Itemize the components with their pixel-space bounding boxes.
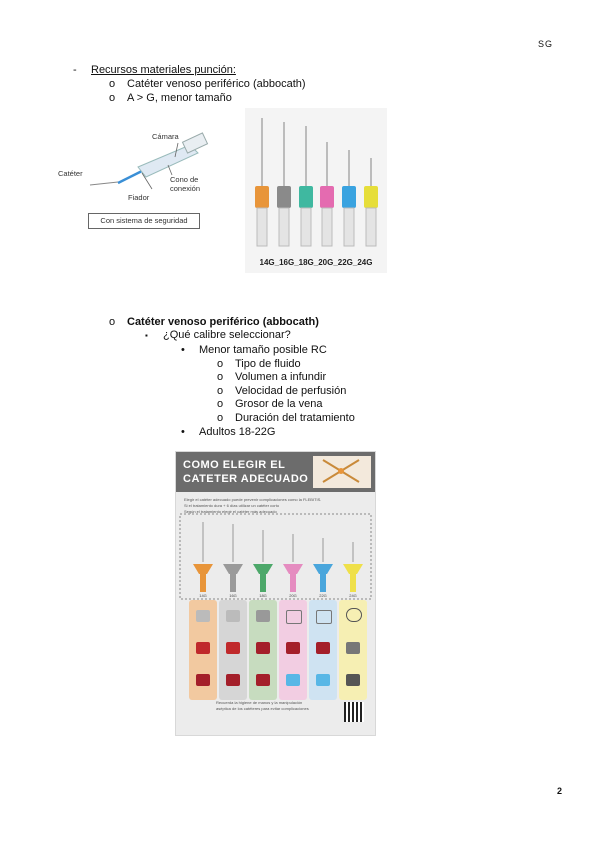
infographic-title-line2: CATETER ADECUADO xyxy=(183,473,309,485)
factor-item: Volumen a infundir xyxy=(235,371,327,383)
gauge-label: 18G xyxy=(259,593,267,598)
factor-marker: o xyxy=(217,385,224,397)
catheter-illustration xyxy=(89,132,209,190)
label-conexion: conexión xyxy=(170,184,201,193)
surgery-icon xyxy=(226,610,240,622)
label-camara: Cámara xyxy=(152,132,179,141)
gauge-caption: 14G_16G_18G_20G_22G_24G xyxy=(259,258,373,267)
medication-icon xyxy=(316,610,332,624)
blood-bag-icon xyxy=(256,642,270,654)
label-cateter: Catéter xyxy=(58,169,83,178)
search-vein-icon xyxy=(346,608,362,622)
point2-text: Adultos 18-22G xyxy=(199,426,276,438)
surgery-icon xyxy=(196,610,210,622)
factor-marker: o xyxy=(217,371,224,383)
factor-item: Duración del tratamiento xyxy=(235,412,355,424)
emergency-icon xyxy=(196,642,210,654)
fluid-bag-icon xyxy=(286,674,300,686)
infographic-desc: Si el tratamiento dura + 6 días utilizar… xyxy=(184,503,280,508)
blood-bag-icon xyxy=(226,674,240,686)
infographic-footer: aséptica de los catéteres para evitar co… xyxy=(216,706,309,711)
gauge-label: 14G xyxy=(199,593,207,598)
point1-bullet: • xyxy=(181,344,185,356)
blood-bag-icon xyxy=(196,674,210,686)
catheter-set-illustration xyxy=(255,118,378,247)
section2-question: ¿Qué calibre seleccionar? xyxy=(163,329,291,341)
label-cono: Cono de xyxy=(170,175,199,184)
infographic-footer: Recuerda la higiene de manos y la manipu… xyxy=(216,700,303,705)
section2-marker: o xyxy=(109,316,116,328)
section1-bullet: - xyxy=(73,64,77,76)
blood-bag-icon xyxy=(316,642,330,654)
crossed-catheters-icon xyxy=(313,456,371,488)
security-system-label: Con sistema de seguridad xyxy=(88,213,200,229)
section1-title: Recursos materiales punción: xyxy=(91,64,236,76)
infographic-header: COMO ELEGIR EL CATETER ADECUADO xyxy=(176,452,375,492)
blood-bag-icon xyxy=(286,642,300,654)
gauge-catheters-row xyxy=(179,513,372,600)
point2-bullet: • xyxy=(181,426,185,438)
section1-item: A > G, menor tamaño xyxy=(127,92,232,104)
section1-item: Catéter venoso periférico (abbocath) xyxy=(127,78,306,90)
child-icon xyxy=(346,674,360,686)
factor-marker: o xyxy=(217,412,224,424)
section1-item-marker: o xyxy=(109,92,116,104)
infographic-desc: Según el tratamiento elegir el catéter m… xyxy=(184,509,277,514)
page-number: 2 xyxy=(557,786,563,796)
infographic-desc: Elegir el catéter adecuado puede preveni… xyxy=(184,497,322,502)
label-fiador: Fiador xyxy=(128,193,150,202)
monitor-icon xyxy=(256,610,270,622)
gauge-catheters-photo: 14G_16G_18G_20G_22G_24G xyxy=(245,108,387,273)
fluid-bag-icon xyxy=(316,674,330,686)
gauge-catheter xyxy=(193,522,363,592)
catheter-diagram: Cámara Catéter Cono de conexión Fiador C… xyxy=(58,127,230,237)
gauge-label: 20G xyxy=(289,593,297,598)
factor-marker: o xyxy=(217,398,224,410)
gauge-label: 16G xyxy=(229,593,237,598)
emergency-icon xyxy=(226,642,240,654)
section2-title: Catéter venoso periférico (abbocath) xyxy=(127,316,319,328)
gauge-label: 24G xyxy=(349,593,357,598)
factor-item: Velocidad de perfusión xyxy=(235,385,347,397)
gauge-label: 22G xyxy=(319,593,327,598)
section2-sub-marker: ▪ xyxy=(145,331,148,340)
elderly-icon xyxy=(346,642,360,654)
point1-text: Menor tamaño posible RC xyxy=(199,344,327,356)
medication-icon xyxy=(286,610,302,624)
factor-item: Grosor de la vena xyxy=(235,398,323,410)
qr-code-icon xyxy=(344,702,364,722)
factor-marker: o xyxy=(217,358,224,370)
section1-item-marker: o xyxy=(109,78,116,90)
factor-item: Tipo de fluido xyxy=(235,358,301,370)
blood-bag-icon xyxy=(256,674,270,686)
catheter-selection-infographic: COMO ELEGIR EL CATETER ADECUADO Elegir e… xyxy=(175,451,376,736)
header-initials: SG xyxy=(538,39,554,49)
infographic-title-line1: COMO ELEGIR EL xyxy=(183,459,286,471)
